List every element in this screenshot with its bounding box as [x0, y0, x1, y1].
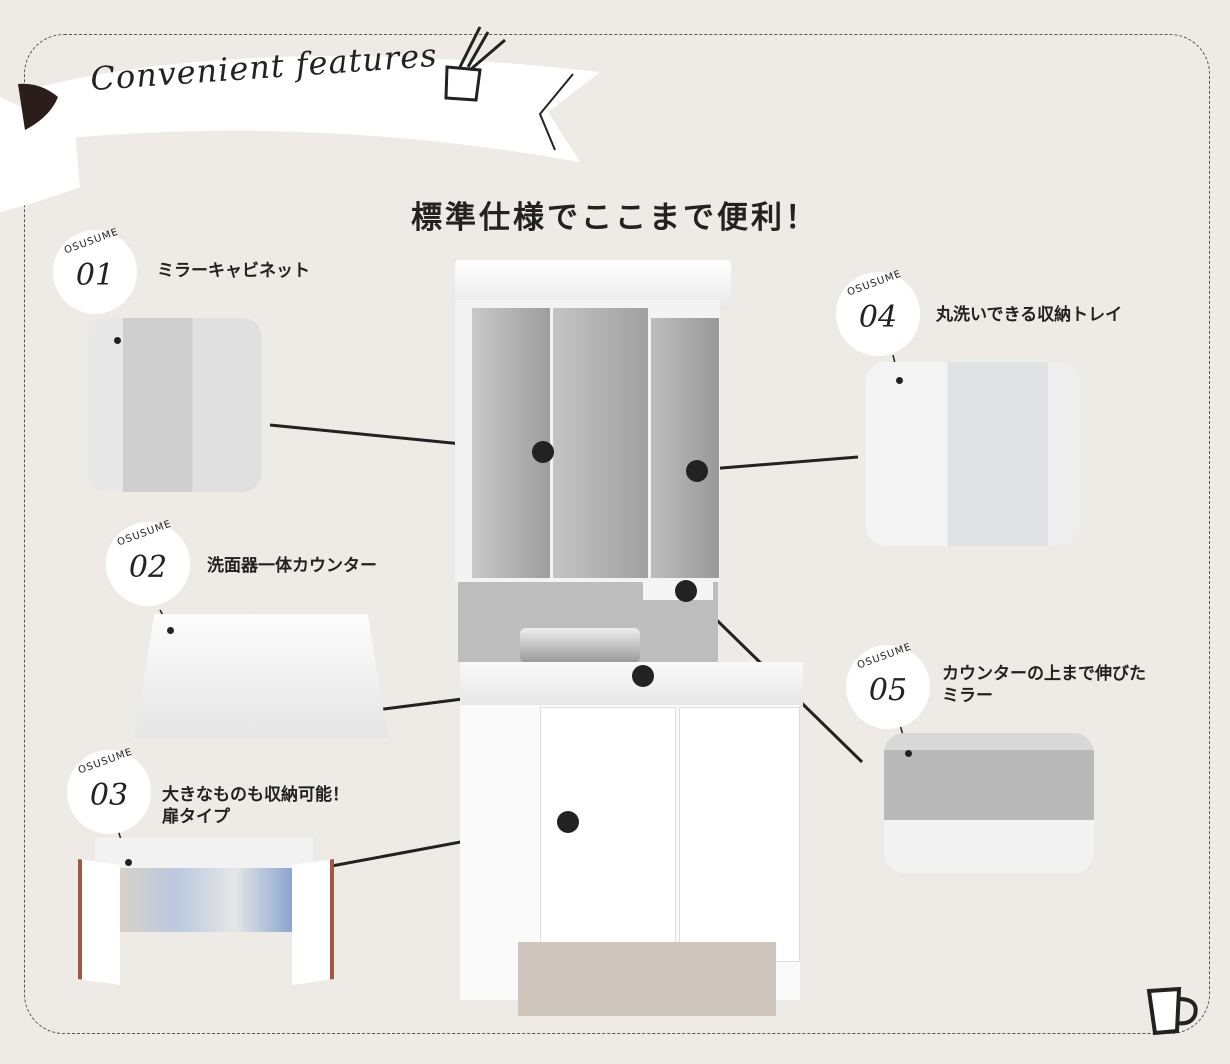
photo-marker [114, 337, 121, 344]
photo-marker [905, 750, 912, 757]
badge-04: OSUSUME 04 [836, 269, 920, 356]
badge-number: 01 [75, 258, 115, 293]
badge-number: 04 [858, 300, 898, 335]
photo-marker [167, 627, 174, 634]
badge-05: OSUSUME 05 [846, 642, 930, 729]
mug-icon [1146, 986, 1198, 1036]
callout-dot-04 [686, 460, 708, 482]
feature-label-04: 丸洗いできる収納トレイ [936, 305, 1123, 325]
dashed-frame [24, 34, 1210, 1034]
callout-dot-03 [557, 811, 579, 833]
badge-number: 03 [89, 778, 129, 813]
label-line: カウンターの上まで伸びた [942, 664, 1146, 684]
label-line: ミラー [942, 686, 993, 706]
badge-number: 02 [128, 550, 168, 585]
feature-label-02: 洗面器一体カウンター [207, 556, 377, 576]
feature-label-01: ミラーキャビネット [157, 261, 310, 281]
toothbrush-cup-icon [444, 26, 506, 102]
extended-mirror-photo [884, 733, 1094, 873]
badge-number: 05 [868, 673, 908, 708]
feature-label-05: カウンターの上まで伸びた ミラー [942, 663, 1146, 707]
photo-marker [896, 377, 903, 384]
banner-ribbon [0, 26, 600, 212]
callout-dot-05 [675, 580, 697, 602]
page-headline: 標準仕様でここまで便利！ [411, 200, 819, 236]
storage-tray-photo [866, 362, 1080, 546]
label-line: 大きなものも収納可能！ [162, 785, 349, 805]
callout-dot-01 [532, 441, 554, 463]
badge-03: OSUSUME 03 [67, 747, 151, 834]
badge-02: OSUSUME 02 [106, 519, 190, 606]
callout-dot-02 [632, 665, 654, 687]
photo-marker [125, 859, 132, 866]
feature-label-03: 大きなものも収納可能！ 扉タイプ [162, 784, 349, 828]
integrated-counter-photo [134, 614, 388, 738]
mirror-cabinet-photo [88, 318, 262, 492]
label-line: 扉タイプ [162, 807, 230, 827]
badge-01: OSUSUME 01 [53, 227, 137, 314]
